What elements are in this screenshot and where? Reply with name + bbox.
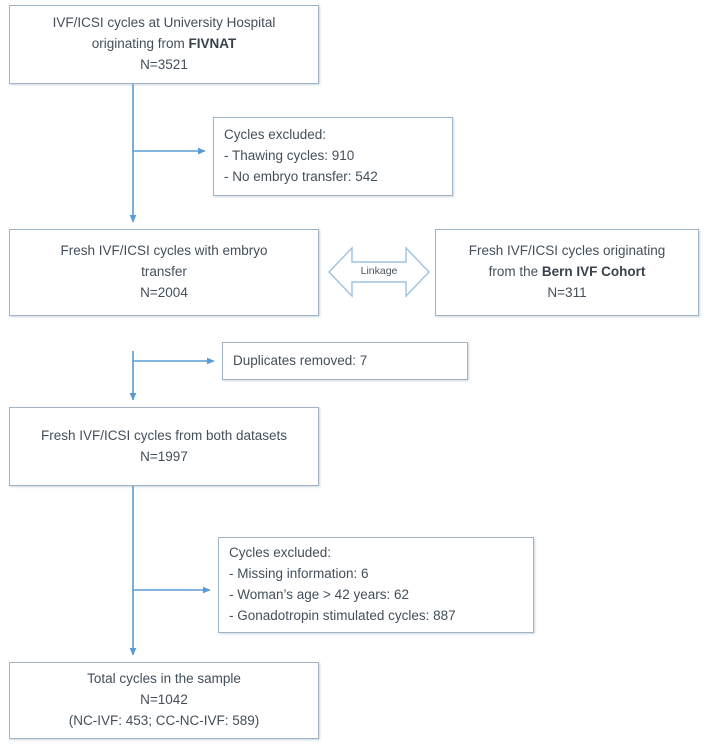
bern-cohort-line2-prefix: from the <box>488 264 542 280</box>
connector-source-to-fresh <box>129 84 206 223</box>
box-source-fivnat: IVF/ICSI cycles at University Hospital o… <box>9 5 319 84</box>
total-sample-count: N=1042 <box>140 692 188 708</box>
source-fivnat-count: N=3521 <box>140 56 188 72</box>
excluded-2-line4: - Gonadotropin stimulated cycles: 887 <box>229 607 456 623</box>
total-sample-line1: Total cycles in the sample <box>87 671 241 687</box>
box-bern-cohort: Fresh IVF/ICSI cycles originating from t… <box>435 229 699 316</box>
box-both-datasets: Fresh IVF/ICSI cycles from both datasets… <box>9 407 319 486</box>
bern-cohort-line1: Fresh IVF/ICSI cycles originating <box>468 243 666 259</box>
linkage-label: Linkage <box>360 265 398 277</box>
duplicates-removed-line1: Duplicates removed: 7 <box>233 352 368 368</box>
bern-cohort-line2: from the Bern IVF Cohort <box>489 262 646 283</box>
box-total-sample: Total cycles in the sample N=1042 (NC-IV… <box>9 662 319 739</box>
fresh-with-transfer-line2: transfer <box>141 264 187 280</box>
excluded-1-line2: - Thawing cycles: 910 <box>224 148 355 164</box>
box-excluded-1: Cycles excluded: - Thawing cycles: 910 -… <box>213 117 453 196</box>
bern-cohort-line2-bold: Bern IVF Cohort <box>541 264 646 280</box>
total-sample-breakdown: (NC-IVF: 453; CC-NC-IVF: 589) <box>68 712 260 728</box>
both-datasets-count: N=1997 <box>140 448 188 464</box>
fresh-with-transfer-count: N=2004 <box>140 284 188 300</box>
excluded-1-line3: - No embryo transfer: 542 <box>224 168 378 184</box>
excluded-2-line2: - Missing information: 6 <box>229 566 369 582</box>
excluded-1-line1: Cycles excluded: <box>224 127 327 143</box>
excluded-2-line1: Cycles excluded: <box>229 545 332 561</box>
source-fivnat-line2-prefix: originating from <box>91 36 189 52</box>
excluded-2-line3: - Woman’s age > 42 years: 62 <box>229 587 409 602</box>
both-datasets-line1: Fresh IVF/ICSI cycles from both datasets <box>40 427 288 443</box>
box-duplicates-removed: Duplicates removed: 7 <box>222 342 468 380</box>
source-fivnat-line2: originating from FIVNAT <box>92 34 237 55</box>
box-fresh-with-transfer: Fresh IVF/ICSI cycles with embryo transf… <box>9 229 319 316</box>
connector-both-to-total <box>129 486 211 656</box>
box-excluded-2: Cycles excluded: - Missing information: … <box>218 537 534 633</box>
source-fivnat-line1: IVF/ICSI cycles at University Hospital <box>52 15 276 31</box>
source-fivnat-line2-bold: FIVNAT <box>188 36 237 52</box>
fresh-with-transfer-line1: Fresh IVF/ICSI cycles with embryo <box>60 243 268 259</box>
connector-fresh-to-both <box>129 351 215 401</box>
bern-cohort-count: N=311 <box>547 284 587 300</box>
